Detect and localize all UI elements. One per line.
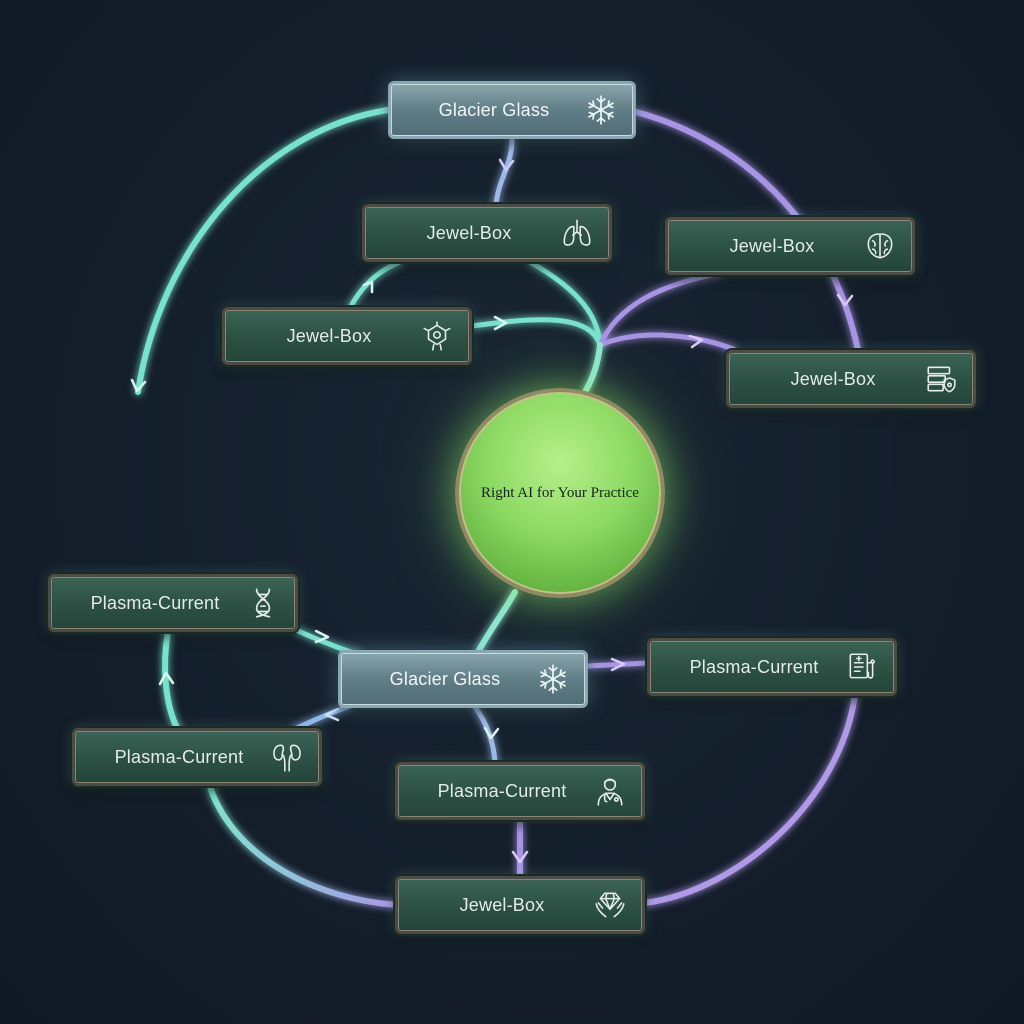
arrowhead bbox=[498, 158, 515, 172]
medical-document-icon bbox=[844, 649, 880, 685]
connector-trunk bbox=[582, 342, 603, 395]
snowflake-icon bbox=[535, 661, 571, 697]
node-plasma-current-kidneys[interactable]: Plasma-Current bbox=[72, 728, 322, 786]
diamond-hands-icon bbox=[592, 887, 628, 923]
node-glacier-glass-mid[interactable]: Glacier Glass bbox=[338, 650, 588, 708]
arrowhead bbox=[836, 293, 854, 307]
node-jewel-box-diamond[interactable]: Jewel-Box bbox=[395, 876, 645, 934]
node-glacier-glass-top[interactable]: Glacier Glass bbox=[388, 81, 636, 139]
node-label: Glacier Glass bbox=[438, 99, 550, 120]
connector-glacier-to-doc bbox=[585, 660, 651, 669]
doctor-icon bbox=[592, 773, 628, 809]
node-label: Plasma-Current bbox=[437, 780, 567, 801]
connector-hub-to-glacier-mid bbox=[475, 589, 518, 655]
node-label: Plasma-Current bbox=[90, 592, 220, 613]
lungs-icon bbox=[559, 215, 595, 251]
connector-neuron-to-lungs bbox=[347, 259, 403, 311]
node-label: Plasma-Current bbox=[114, 746, 244, 767]
node-label: Glacier Glass bbox=[389, 668, 501, 689]
arrowhead bbox=[362, 280, 374, 294]
brain-icon bbox=[862, 228, 898, 264]
dna-icon bbox=[245, 585, 281, 621]
node-jewel-box-lungs[interactable]: Jewel-Box bbox=[362, 204, 612, 262]
node-label: Jewel-Box bbox=[729, 235, 815, 256]
arrowhead bbox=[158, 671, 175, 686]
node-plasma-current-dna[interactable]: Plasma-Current bbox=[48, 574, 298, 632]
neuron-icon bbox=[419, 318, 455, 354]
connector-arc-bottom-right bbox=[642, 692, 858, 906]
connector-kidney-to-dna bbox=[162, 629, 181, 733]
arrowhead bbox=[130, 378, 147, 393]
node-label: Jewel-Box bbox=[790, 368, 876, 389]
node-jewel-box-server[interactable]: Jewel-Box bbox=[726, 350, 976, 408]
snowflake-icon bbox=[583, 92, 619, 128]
connector-arc-top-left bbox=[135, 107, 391, 395]
node-label: Jewel-Box bbox=[426, 222, 512, 243]
hub-label: Right AI for Your Practice bbox=[481, 484, 639, 501]
arrowhead bbox=[493, 315, 508, 331]
connector-arc-bottom-left bbox=[207, 784, 401, 908]
connector-lungs-to-hub bbox=[527, 259, 603, 348]
arrowhead bbox=[314, 629, 330, 644]
node-label: Plasma-Current bbox=[689, 656, 819, 677]
arrowhead bbox=[688, 334, 704, 349]
arrowhead bbox=[610, 657, 626, 672]
node-jewel-box-neuron[interactable]: Jewel-Box bbox=[222, 307, 472, 365]
connector-brain-to-hub bbox=[597, 270, 723, 348]
hub-circle[interactable]: Right AI for Your Practice bbox=[455, 388, 665, 598]
node-label: Jewel-Box bbox=[459, 894, 545, 915]
server-shield-icon bbox=[923, 361, 959, 397]
arrowhead bbox=[511, 850, 529, 864]
node-plasma-current-document[interactable]: Plasma-Current bbox=[647, 638, 897, 696]
arrowhead bbox=[483, 726, 500, 740]
arrowheads bbox=[130, 158, 854, 864]
connector-glacier-to-kidney bbox=[292, 703, 353, 732]
node-label: Jewel-Box bbox=[286, 325, 372, 346]
connector-hub-to-server bbox=[597, 332, 738, 353]
node-jewel-box-brain[interactable]: Jewel-Box bbox=[665, 217, 915, 275]
kidneys-icon bbox=[269, 739, 305, 775]
arrowhead bbox=[324, 707, 340, 722]
node-plasma-current-doctor[interactable]: Plasma-Current bbox=[395, 762, 645, 820]
connector-neuron-to-hub bbox=[469, 317, 603, 348]
connector-glacier-to-lungs bbox=[493, 137, 515, 208]
